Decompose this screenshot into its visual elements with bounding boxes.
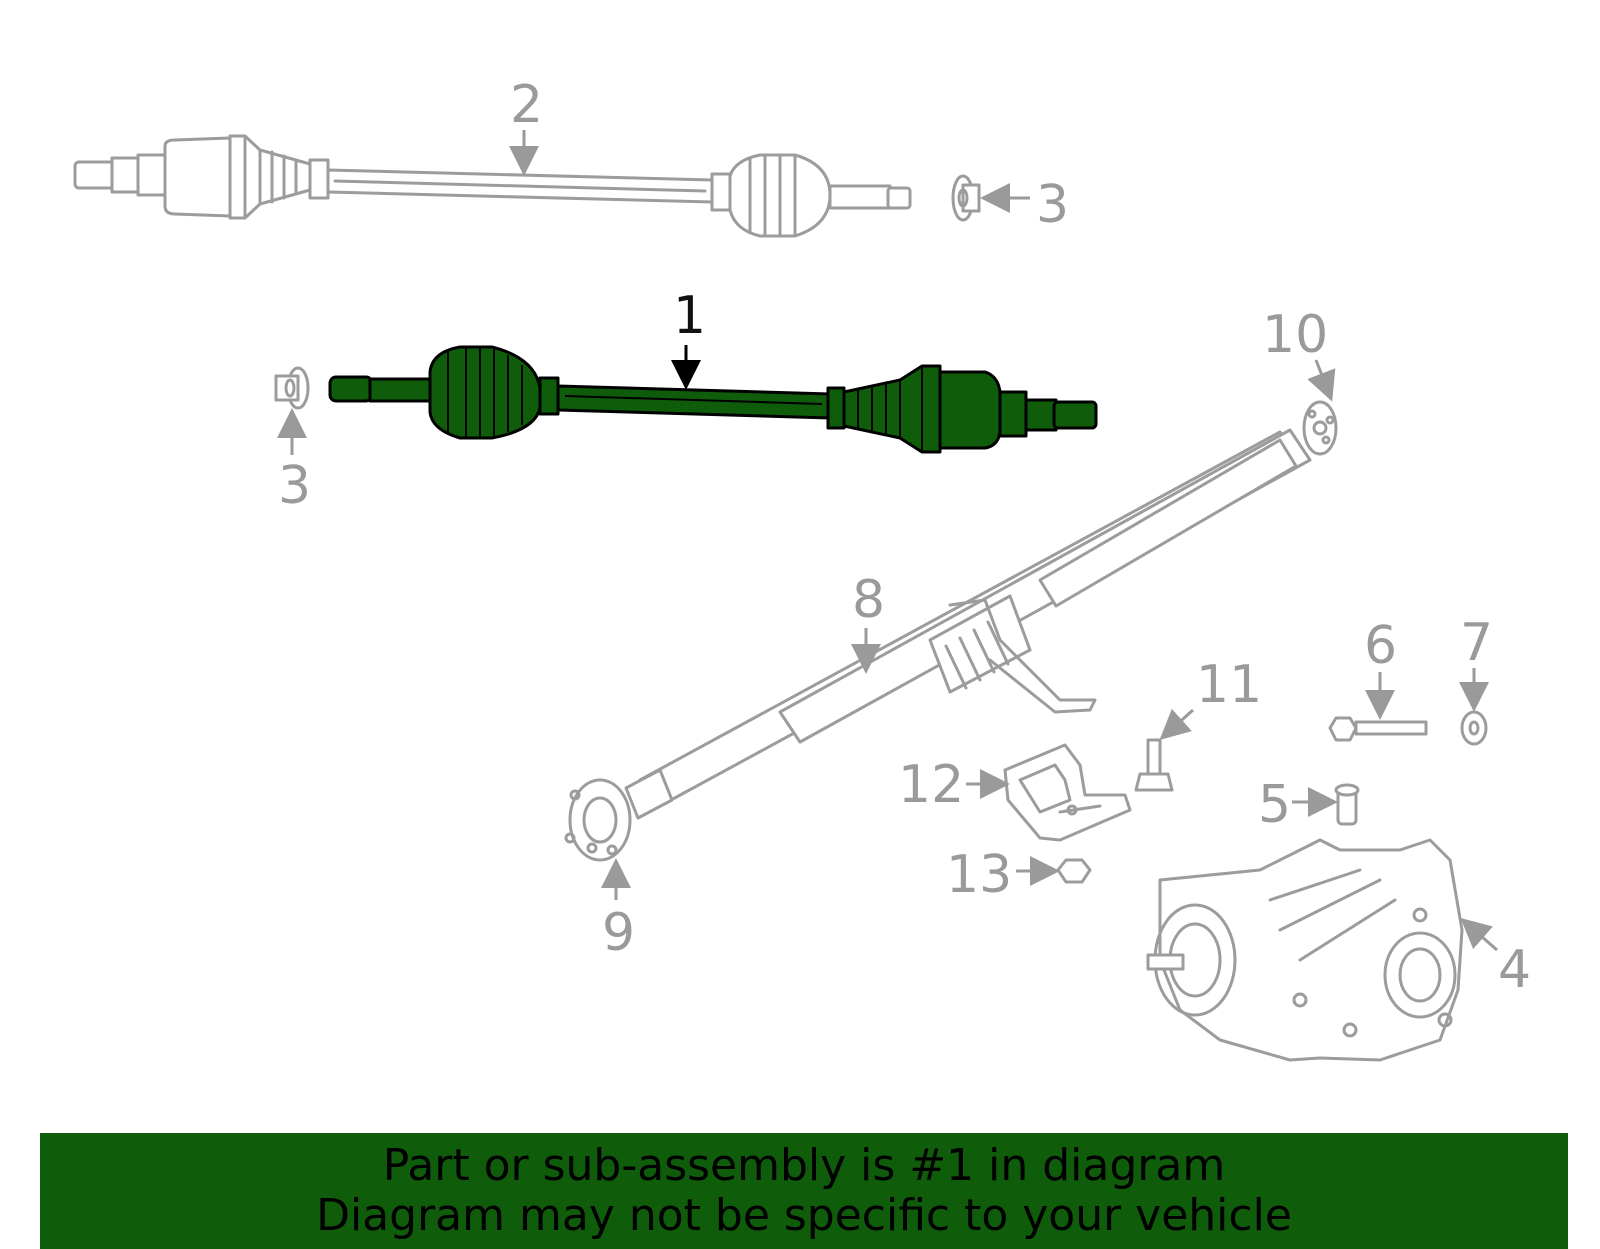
drive-shaft-part-8[interactable]: [564, 400, 1338, 862]
axle-shaft-part-2[interactable]: [73, 134, 912, 238]
info-banner: Part or sub-assembly is #1 in diagram Di…: [40, 1133, 1568, 1249]
callout-5[interactable]: 5: [1258, 775, 1291, 835]
callout-1[interactable]: 1: [673, 286, 706, 346]
callout-10[interactable]: 10: [1262, 305, 1328, 365]
callout-3-upper[interactable]: 3: [1036, 175, 1069, 235]
callout-7[interactable]: 7: [1460, 613, 1493, 673]
banner-line-2: Diagram may not be specific to your vehi…: [316, 1190, 1292, 1241]
nut-part-7[interactable]: [1460, 710, 1488, 746]
callout-9[interactable]: 9: [602, 903, 635, 963]
nut-part-3-upper[interactable]: [951, 174, 981, 222]
differential-part-4[interactable]: [1146, 838, 1464, 1062]
bracket-part-12[interactable]: [1003, 743, 1132, 842]
nut-part-3-left[interactable]: [274, 366, 310, 410]
callout-6[interactable]: 6: [1364, 616, 1397, 676]
callout-4[interactable]: 4: [1498, 940, 1531, 1000]
callout-11[interactable]: 11: [1196, 655, 1262, 715]
axle-shaft-part-1-highlighted[interactable]: [328, 345, 1098, 454]
callout-13[interactable]: 13: [946, 845, 1012, 905]
bolt-part-6[interactable]: [1328, 716, 1428, 742]
callout-3-left[interactable]: 3: [278, 456, 311, 516]
callout-12[interactable]: 12: [898, 755, 964, 815]
leader-arrows: [277, 130, 1498, 952]
callout-2[interactable]: 2: [510, 75, 543, 135]
vent-plug-part-5[interactable]: [1334, 783, 1360, 826]
callout-8[interactable]: 8: [852, 570, 885, 630]
nut-part-13[interactable]: [1056, 858, 1092, 884]
bolt-part-11[interactable]: [1134, 738, 1174, 792]
banner-line-1: Part or sub-assembly is #1 in diagram: [382, 1140, 1226, 1191]
